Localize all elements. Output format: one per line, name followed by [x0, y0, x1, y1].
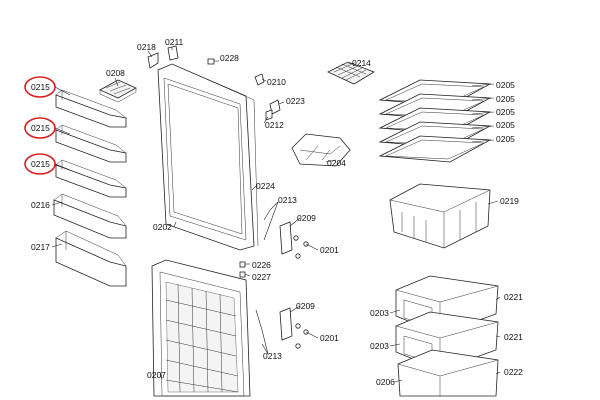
label-0210: 0210 — [267, 77, 286, 87]
parts-0226-0227 — [239, 261, 246, 278]
label-0219: 0219 — [500, 196, 519, 206]
door-shelf-0216 — [53, 193, 127, 239]
label-0221-upper: 0221 — [504, 292, 523, 302]
fridge-door-0202 — [157, 63, 259, 251]
label-0207: 0207 — [147, 370, 166, 380]
hinge-0209-upper — [279, 221, 293, 255]
egg-tray-0208 — [99, 79, 137, 103]
label-0213-upper: 0213 — [278, 195, 297, 205]
label-0217: 0217 — [31, 242, 50, 252]
label-0215-middle: 0215 — [31, 123, 50, 133]
label-0205-1: 0205 — [496, 80, 515, 90]
door-shelf-0215-lower — [55, 159, 127, 198]
label-0201-lower: 0201 — [320, 333, 339, 343]
label-0224: 0224 — [256, 181, 275, 191]
leader-lines — [51, 47, 501, 383]
label-0203-lower: 0203 — [370, 341, 389, 351]
label-0205-3: 0205 — [496, 107, 515, 117]
bottle-shelf-0217 — [55, 230, 127, 287]
hinge-cover-0211 — [167, 45, 179, 61]
part-0204 — [291, 133, 351, 167]
door-shelf-0215-top — [55, 89, 127, 128]
label-0206: 0206 — [376, 377, 395, 387]
part-labels: 0215 0215 0215 0216 0217 0208 0218 0211 … — [31, 37, 523, 387]
screws-0201-lower — [295, 323, 309, 349]
label-0223: 0223 — [286, 96, 305, 106]
label-0228: 0228 — [220, 53, 239, 63]
door-shelf-0215-middle — [55, 124, 127, 163]
crisper-drawer-0219 — [389, 183, 491, 249]
label-0214: 0214 — [352, 58, 371, 68]
part-0228 — [207, 58, 215, 65]
label-0205-4: 0205 — [496, 120, 515, 130]
label-0221-lower: 0221 — [504, 332, 523, 342]
label-0203-upper: 0203 — [370, 308, 389, 318]
label-0212: 0212 — [265, 120, 284, 130]
label-0202: 0202 — [153, 222, 172, 232]
label-0215-lower: 0215 — [31, 159, 50, 169]
part-0210 — [254, 73, 265, 86]
label-0201-upper: 0201 — [320, 245, 339, 255]
ice-tray-0214 — [327, 61, 375, 85]
label-0213-lower: 0213 — [263, 351, 282, 361]
glass-shelves-0205 — [378, 79, 492, 163]
label-0216: 0216 — [31, 200, 50, 210]
label-0205-5: 0205 — [496, 134, 515, 144]
label-0204: 0204 — [327, 158, 346, 168]
label-0222: 0222 — [504, 367, 523, 377]
freezer-drawer-0222 — [397, 349, 499, 397]
label-0205-2: 0205 — [496, 94, 515, 104]
hinge-0209-lower — [279, 307, 293, 341]
highlight-circle-2 — [24, 117, 56, 139]
label-0211: 0211 — [165, 37, 184, 47]
label-0226: 0226 — [252, 260, 271, 270]
label-0227: 0227 — [252, 272, 271, 282]
label-0209-lower: 0209 — [296, 301, 315, 311]
label-0218: 0218 — [137, 42, 156, 52]
label-0208: 0208 — [106, 68, 125, 78]
hinge-0218 — [147, 52, 159, 69]
label-0209-upper: 0209 — [297, 213, 316, 223]
screws-0201-upper — [293, 235, 309, 259]
label-0215-top: 0215 — [31, 82, 50, 92]
freezer-door-0207 — [151, 259, 251, 397]
